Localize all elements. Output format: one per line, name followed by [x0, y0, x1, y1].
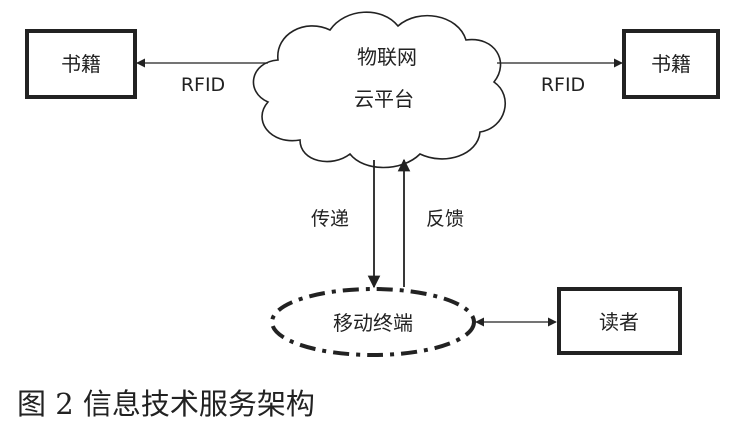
- book-right-node: 书籍: [622, 29, 720, 99]
- feedback-label: 反馈: [426, 208, 464, 230]
- book-left-label: 书籍: [61, 52, 101, 76]
- rfid-right-label: RFID: [541, 74, 585, 96]
- cloud-node: 物联网 云平台: [252, 11, 506, 169]
- book-right-label: 书籍: [651, 52, 691, 76]
- figure-caption: 图 2 信息技术服务架构: [17, 387, 315, 421]
- reader-node: 读者: [557, 287, 682, 355]
- mobile-terminal-node: 移动终端: [270, 287, 476, 357]
- transmit-label: 传递: [311, 208, 349, 230]
- cloud-label-line1: 物联网: [357, 45, 417, 69]
- cloud-label-line2: 云平台: [354, 87, 414, 111]
- rfid-left-label: RFID: [181, 74, 225, 96]
- reader-label: 读者: [599, 310, 639, 334]
- book-left-node: 书籍: [25, 29, 137, 99]
- mobile-terminal-label: 移动终端: [333, 311, 413, 335]
